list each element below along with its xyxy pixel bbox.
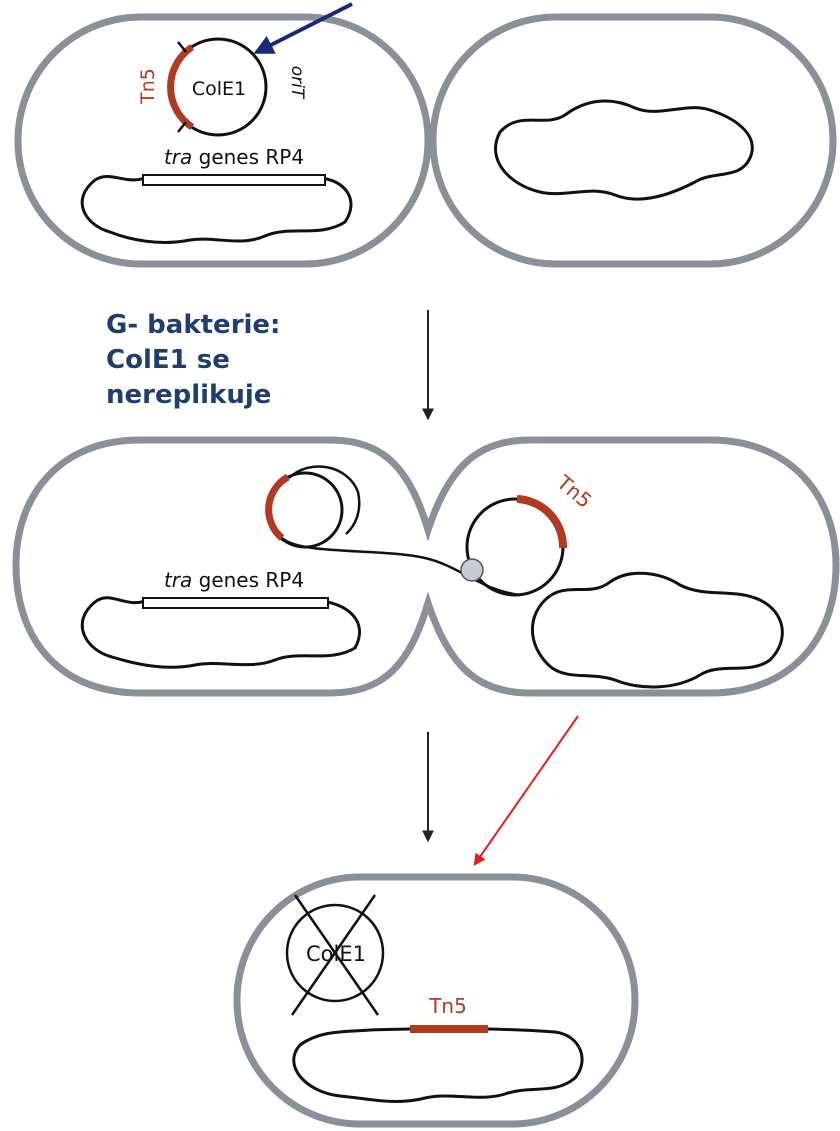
annotation-note: G- bakterie: ColE1 se nereplikuje — [106, 308, 280, 413]
tra-genes-label: tra genes RP4 — [164, 145, 304, 169]
tra-genes-label: tra genes RP4 — [164, 568, 304, 592]
displaced-strand — [288, 465, 361, 535]
recipient-cell-wall — [429, 13, 837, 268]
mating-pair-cell-wall — [12, 436, 840, 697]
pointer-arrow-blue — [253, 2, 353, 54]
tn5-label: Tn5 — [137, 68, 159, 105]
pointer-arrow-red — [473, 715, 579, 866]
recipient-chromosome — [494, 99, 754, 201]
tn5-boundary-tick — [177, 121, 187, 133]
transconjugant-cell-wall — [233, 873, 639, 1128]
note-line: nereplikuje — [106, 380, 272, 410]
donor-cell-wall — [14, 13, 432, 268]
recipient-chromosome — [530, 571, 784, 689]
relaxosome-protein — [460, 558, 484, 582]
lost-cole1-plasmid — [285, 903, 385, 1003]
note-line: G- bakterie: — [106, 310, 281, 340]
tn5-boundary-tick — [177, 41, 187, 53]
tra-genes-bar — [142, 174, 326, 186]
inserted-tn5-label: Tn5 — [428, 994, 467, 1018]
donor-tn5-segment — [265, 473, 290, 541]
tn5-segment — [167, 44, 195, 130]
recipient-tn5-segment — [516, 495, 568, 549]
inserted-tn5-segment — [410, 1025, 488, 1033]
tra-genes-bar — [142, 597, 329, 609]
stage-2: Tn5 tra genes RP4 — [12, 436, 840, 697]
x-cross-icon — [290, 894, 380, 1016]
note-line: ColE1 se — [106, 345, 230, 375]
transconjugant-chromosome — [292, 1027, 584, 1103]
stage-1: ColE1 Tn5 oriT tra genes RP4 — [14, 2, 837, 268]
cole1-label: ColE1 — [192, 78, 246, 100]
stage-3: ColE1 Tn5 — [233, 873, 639, 1128]
orit-label: oriT — [287, 66, 307, 100]
